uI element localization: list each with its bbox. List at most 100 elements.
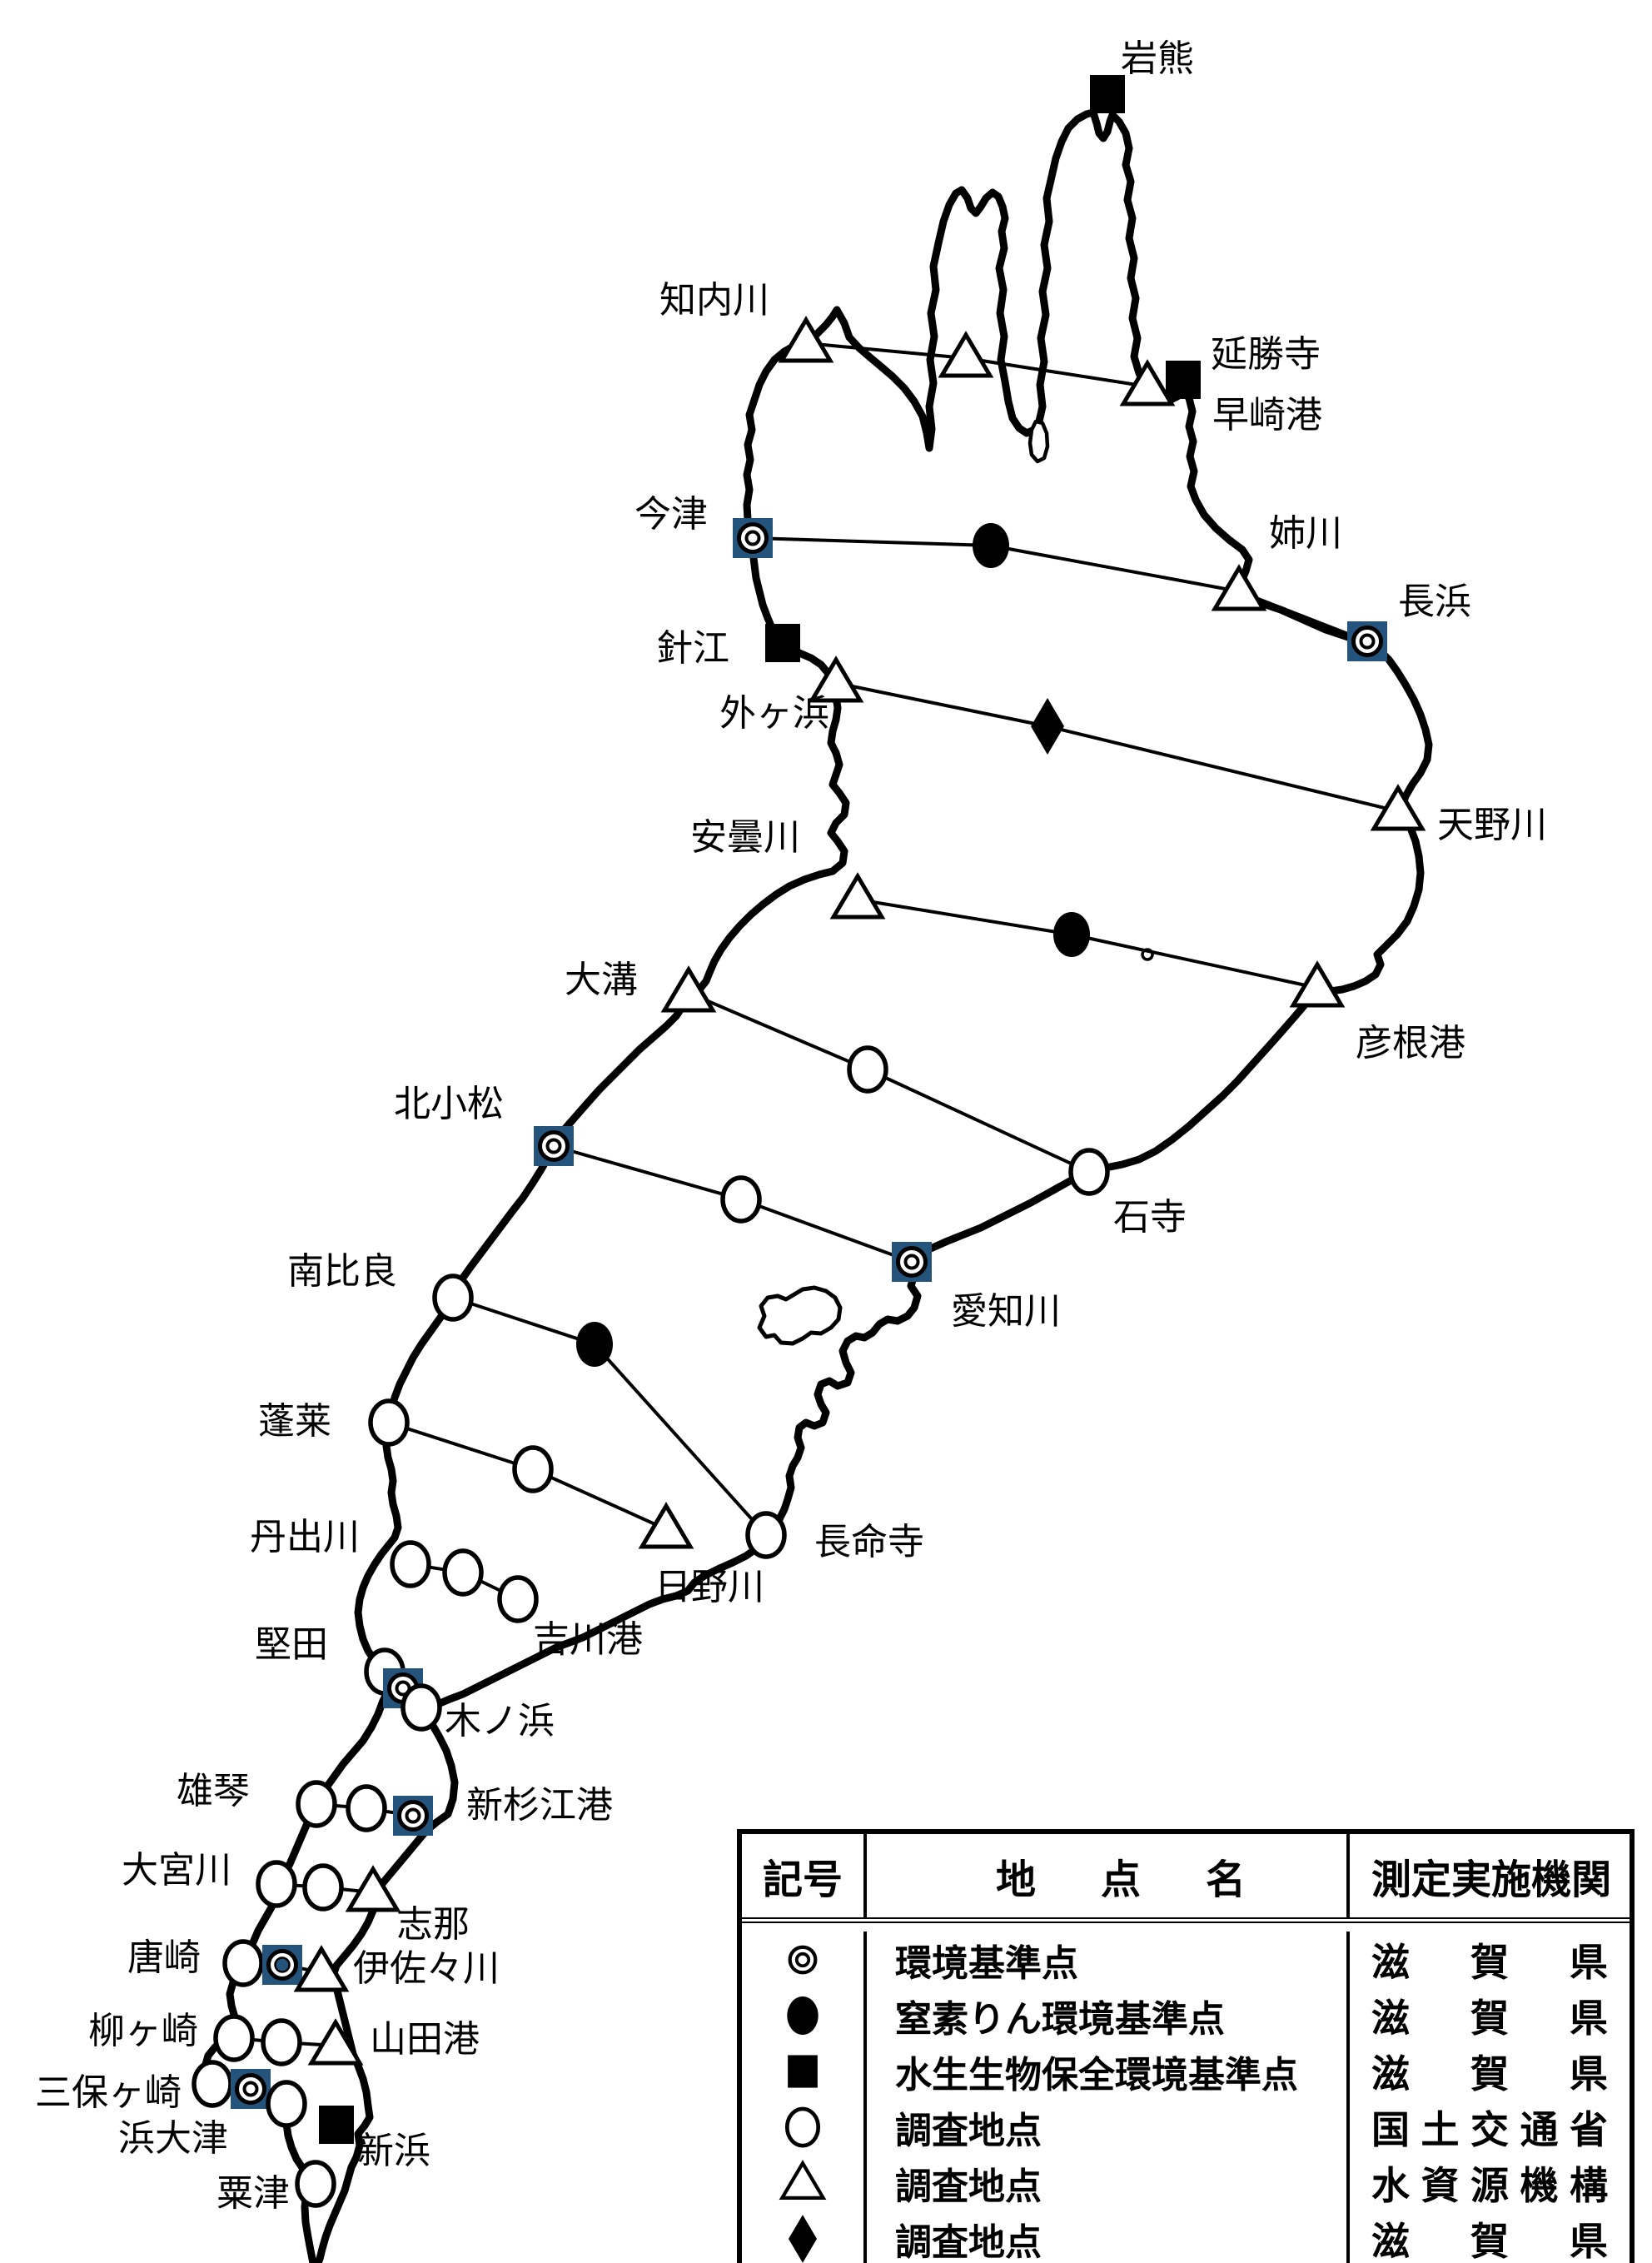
legend-row-2: 窒素りん環境基準点滋賀県 <box>742 1987 1630 2043</box>
marker-ogoto-survey-circle-icon <box>296 1780 337 1828</box>
transect-line-3 <box>835 681 1399 813</box>
marker-miho1-survey-circle-icon <box>192 2060 233 2108</box>
label-chomeiji: 長命寺 <box>814 1521 924 1563</box>
legend-symbol-survey-triangle-icon <box>742 2155 867 2211</box>
label-anegawa: 姉川 <box>1269 512 1342 555</box>
label-tandegawa: 丹出川 <box>250 1516 360 1558</box>
station-markers <box>192 75 1426 2208</box>
marker-t4a-survey-triangle-icon <box>829 872 886 920</box>
label-yamadako: 山田港 <box>370 2018 480 2061</box>
label-omiyagawa: 大宮川 <box>122 1849 231 1892</box>
legend-point-name: 調査地点 <box>867 2211 1350 2263</box>
label-minamihira: 南比良 <box>287 1250 397 1293</box>
marker-miho2-survey-circle-icon <box>266 2080 307 2128</box>
legend-header-name: 地点名 <box>867 1834 1350 1917</box>
label-hikoneko: 彦根港 <box>1356 1022 1465 1064</box>
marker-hikoneko-survey-triangle-icon <box>1289 960 1346 1008</box>
marker-yan2-survey-circle-icon <box>261 2018 302 2066</box>
label-kinohama: 木ノ浜 <box>445 1700 555 1742</box>
legend-row-3: 水生生物保全環境基準点滋賀県 <box>742 2043 1630 2099</box>
marker-shinsugieko-env-navy-icon <box>393 1796 433 1836</box>
label-mihogasaki: 三保ヶ崎 <box>35 2071 182 2114</box>
legend-header-row: 記号 地点名 測定実施機関 <box>742 1834 1630 1923</box>
label-kitakomatsu: 北小松 <box>394 1083 504 1125</box>
marker-n2-nitrogen-icon <box>1053 912 1090 957</box>
label-karasaki: 唐崎 <box>127 1937 201 1979</box>
label-chinaigawa: 知内川 <box>659 279 769 322</box>
marker-tandegawa-survey-circle-icon <box>390 1540 431 1588</box>
legend-symbol-aquatic-icon <box>742 2043 867 2099</box>
legend-row-5: 調査地点水資源機構 <box>742 2155 1630 2211</box>
label-isasagawa: 伊佐々川 <box>353 1947 500 1990</box>
legend-point-name: 水生生物保全環境基準点 <box>867 2043 1350 2099</box>
label-yanagasaki: 柳ヶ崎 <box>88 2010 198 2052</box>
legend-point-name: 調査地点 <box>867 2155 1350 2211</box>
label-enshoji: 延勝寺 <box>1211 333 1321 376</box>
marker-horai-survey-circle-icon <box>368 1398 410 1447</box>
marker-chinaigawa-survey-triangle-icon <box>778 316 834 363</box>
marker-imazu-env-navy-icon <box>733 518 773 558</box>
marker-karasaki-env-env-navy-filled-icon <box>262 1945 302 1985</box>
marker-n1-nitrogen-icon <box>973 523 1009 568</box>
marker-harie-aquatic-icon <box>765 624 800 662</box>
marker-yamadako-survey-triangle-icon <box>307 2018 364 2066</box>
marker-niihama-aquatic-icon <box>319 2106 354 2144</box>
legend-table: 記号 地点名 測定実施機関 環境基準点滋賀県窒素りん環境基準点滋賀県水生生物保全… <box>737 1829 1635 2263</box>
marker-north-mid-survey-triangle-icon <box>938 331 994 378</box>
label-niihama: 新浜 <box>357 2130 430 2172</box>
marker-t8c-survey-triangle-icon <box>638 1502 694 1549</box>
label-omizo: 大溝 <box>565 959 638 1001</box>
marker-chomeiji-survey-circle-icon <box>745 1511 787 1559</box>
legend-symbol-env-icon <box>742 1932 867 1987</box>
marker-og2-survey-circle-icon <box>346 1784 387 1832</box>
marker-enshoji-aquatic-icon <box>1166 361 1201 399</box>
marker-td3-survey-circle-icon <box>497 1575 539 1623</box>
label-shina: 志那 <box>396 1903 470 1946</box>
label-hinogawa: 日野川 <box>654 1566 764 1608</box>
legend-org: 滋賀県 <box>1371 2051 1608 2096</box>
legend-header-symbol: 記号 <box>742 1834 867 1917</box>
marker-shina-survey-triangle-icon <box>345 1865 401 1912</box>
legend-symbol-survey-diamond-icon <box>742 2211 867 2263</box>
label-imazu: 今津 <box>634 493 708 536</box>
marker-sotogahama-survey-triangle-icon <box>808 655 864 703</box>
marker-karasaki-survey-circle-icon <box>222 1939 264 1987</box>
label-adogawa: 安曇川 <box>690 816 800 859</box>
label-iwakuma: 岩熊 <box>1121 37 1194 80</box>
transect-line-5 <box>688 991 1090 1174</box>
legend-org: 滋賀県 <box>1371 2218 1608 2263</box>
marker-kinohama-survey-circle-icon <box>401 1683 442 1732</box>
marker-anegawa-survey-triangle-icon <box>1211 564 1267 611</box>
legend-point-name: 環境基準点 <box>867 1932 1350 1987</box>
marker-awazu-survey-circle-icon <box>295 2160 336 2208</box>
marker-ishidera-survey-circle-icon <box>1068 1148 1110 1196</box>
label-hayasakiko: 早崎港 <box>1212 394 1322 436</box>
marker-echigawa-env-navy-icon <box>892 1242 932 1282</box>
label-amanogawa: 天野川 <box>1437 804 1547 846</box>
legend-symbol-nitrogen-icon <box>742 1987 867 2043</box>
label-shinsugieko: 新杉江港 <box>466 1784 613 1827</box>
marker-omizo-survey-triangle-icon <box>660 965 717 1013</box>
label-nagahama: 長浜 <box>1398 581 1471 623</box>
marker-yanagasaki-survey-circle-icon <box>213 2014 255 2062</box>
legend-org: 国土交通省 <box>1371 2106 1608 2152</box>
legend-point-name: 窒素りん環境基準点 <box>867 1987 1350 2043</box>
marker-td2-survey-circle-icon <box>442 1548 484 1597</box>
marker-nagahama-env-navy-icon <box>1347 621 1387 661</box>
label-yoshikawako: 吉川港 <box>533 1618 643 1661</box>
legend-org: 滋賀県 <box>1371 1995 1608 2041</box>
marker-minamihira-survey-circle-icon <box>432 1274 474 1322</box>
legend-row-4: 調査地点国土交通省 <box>742 2099 1630 2155</box>
label-ogoto: 雄琴 <box>177 1770 250 1812</box>
legend-org: 水資源機構 <box>1371 2162 1608 2208</box>
label-awazu: 粟津 <box>216 2172 290 2215</box>
station-labels: 岩熊知内川延勝寺早崎港今津姉川長浜針江外ヶ浜天野川安曇川彦根港大溝石寺北小松愛知… <box>35 37 1547 2215</box>
legend-org: 滋賀県 <box>1371 1939 1608 1985</box>
marker-omiyagawa-survey-circle-icon <box>256 1860 297 1908</box>
marker-n3-nitrogen-icon <box>576 1322 613 1367</box>
marker-c2-survey-circle-icon <box>720 1175 762 1224</box>
island-mid-large <box>757 1285 843 1346</box>
legend-symbol-survey-circle-icon <box>742 2099 867 2155</box>
marker-mihogasaki-env-navy-icon <box>231 2069 271 2109</box>
